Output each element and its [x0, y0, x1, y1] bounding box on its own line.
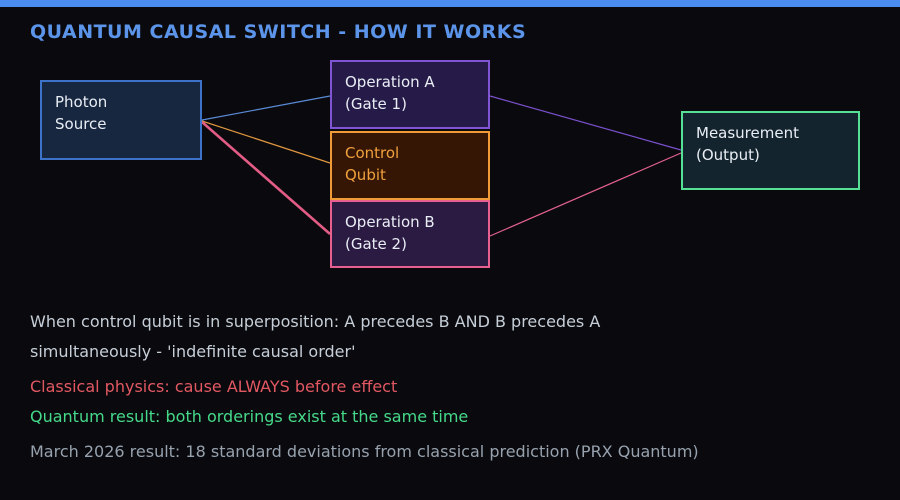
edge-operation-a-to-measurement — [489, 95, 682, 151]
node-photon-source-label-line2: Source — [55, 115, 107, 133]
note-superposition-line2: simultaneously - 'indefinite causal orde… — [30, 342, 356, 361]
edge-operation-b-to-measurement — [489, 152, 682, 237]
edge-source-to-operation-b — [201, 121, 331, 235]
node-operation-a-label-line2: (Gate 1) — [345, 95, 407, 113]
node-operation-a: Operation A (Gate 1) — [330, 60, 490, 129]
node-operation-b-label-line1: Operation B — [345, 213, 435, 231]
node-measurement-label-line2: (Output) — [696, 146, 760, 164]
node-photon-source: Photon Source — [40, 80, 202, 160]
note-superposition-line1: When control qubit is in superposition: … — [30, 312, 601, 331]
node-operation-b: Operation B (Gate 2) — [330, 200, 490, 268]
note-quantum-result: Quantum result: both orderings exist at … — [30, 407, 469, 426]
node-control-qubit: Control Qubit — [330, 131, 490, 200]
node-operation-a-label-line1: Operation A — [345, 73, 435, 91]
node-photon-source-label-line1: Photon — [55, 93, 108, 111]
page-title: QUANTUM CAUSAL SWITCH - HOW IT WORKS — [30, 21, 527, 43]
node-measurement-output: Measurement (Output) — [681, 111, 860, 190]
node-control-qubit-label-line1: Control — [345, 144, 400, 162]
edge-source-to-operation-a — [201, 95, 331, 121]
note-classical-physics: Classical physics: cause ALWAYS before e… — [30, 377, 398, 396]
accent-bar — [0, 0, 900, 7]
node-operation-b-label-line2: (Gate 2) — [345, 235, 407, 253]
edge-source-to-control-qubit — [201, 120, 331, 164]
node-control-qubit-label-line2: Qubit — [345, 166, 386, 184]
node-measurement-label-line1: Measurement — [696, 124, 799, 142]
note-march-2026-result: March 2026 result: 18 standard deviation… — [30, 442, 699, 461]
